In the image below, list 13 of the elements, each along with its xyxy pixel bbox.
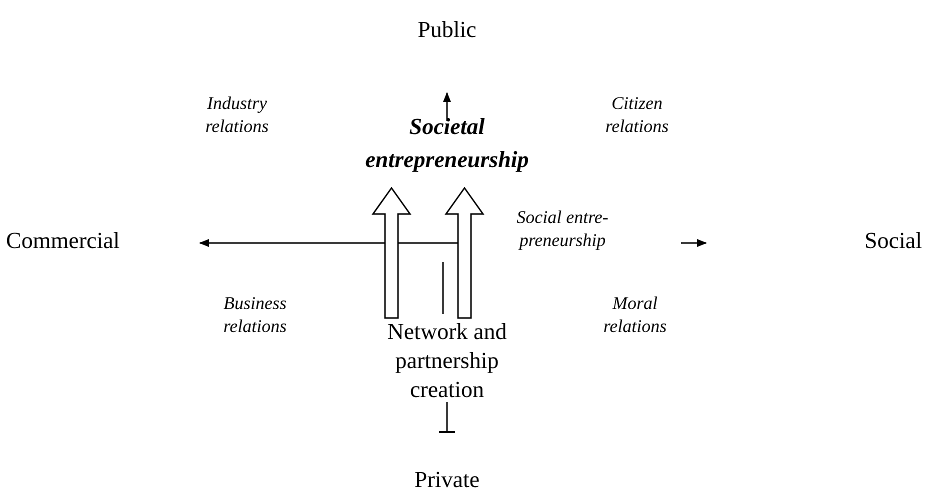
axis-label: Commercial: [6, 227, 121, 255]
quadrant-label: Industry relations: [204, 92, 270, 137]
axis-label: Private: [413, 466, 481, 494]
block-arrow: [444, 186, 484, 319]
axis-label: Public: [416, 16, 478, 44]
axis-label: Social: [864, 227, 922, 255]
quadrant-label: Moral relations: [602, 292, 668, 337]
quadrant-label: Business relations: [222, 292, 288, 337]
quadrant-label: Citizen relations: [604, 92, 670, 137]
concept-label: Network and partnership creation: [367, 318, 527, 406]
axis-note: Social entre- preneurship: [516, 206, 610, 251]
concept-label: Societal entrepreneurship: [332, 110, 562, 188]
block-arrow: [372, 186, 412, 319]
